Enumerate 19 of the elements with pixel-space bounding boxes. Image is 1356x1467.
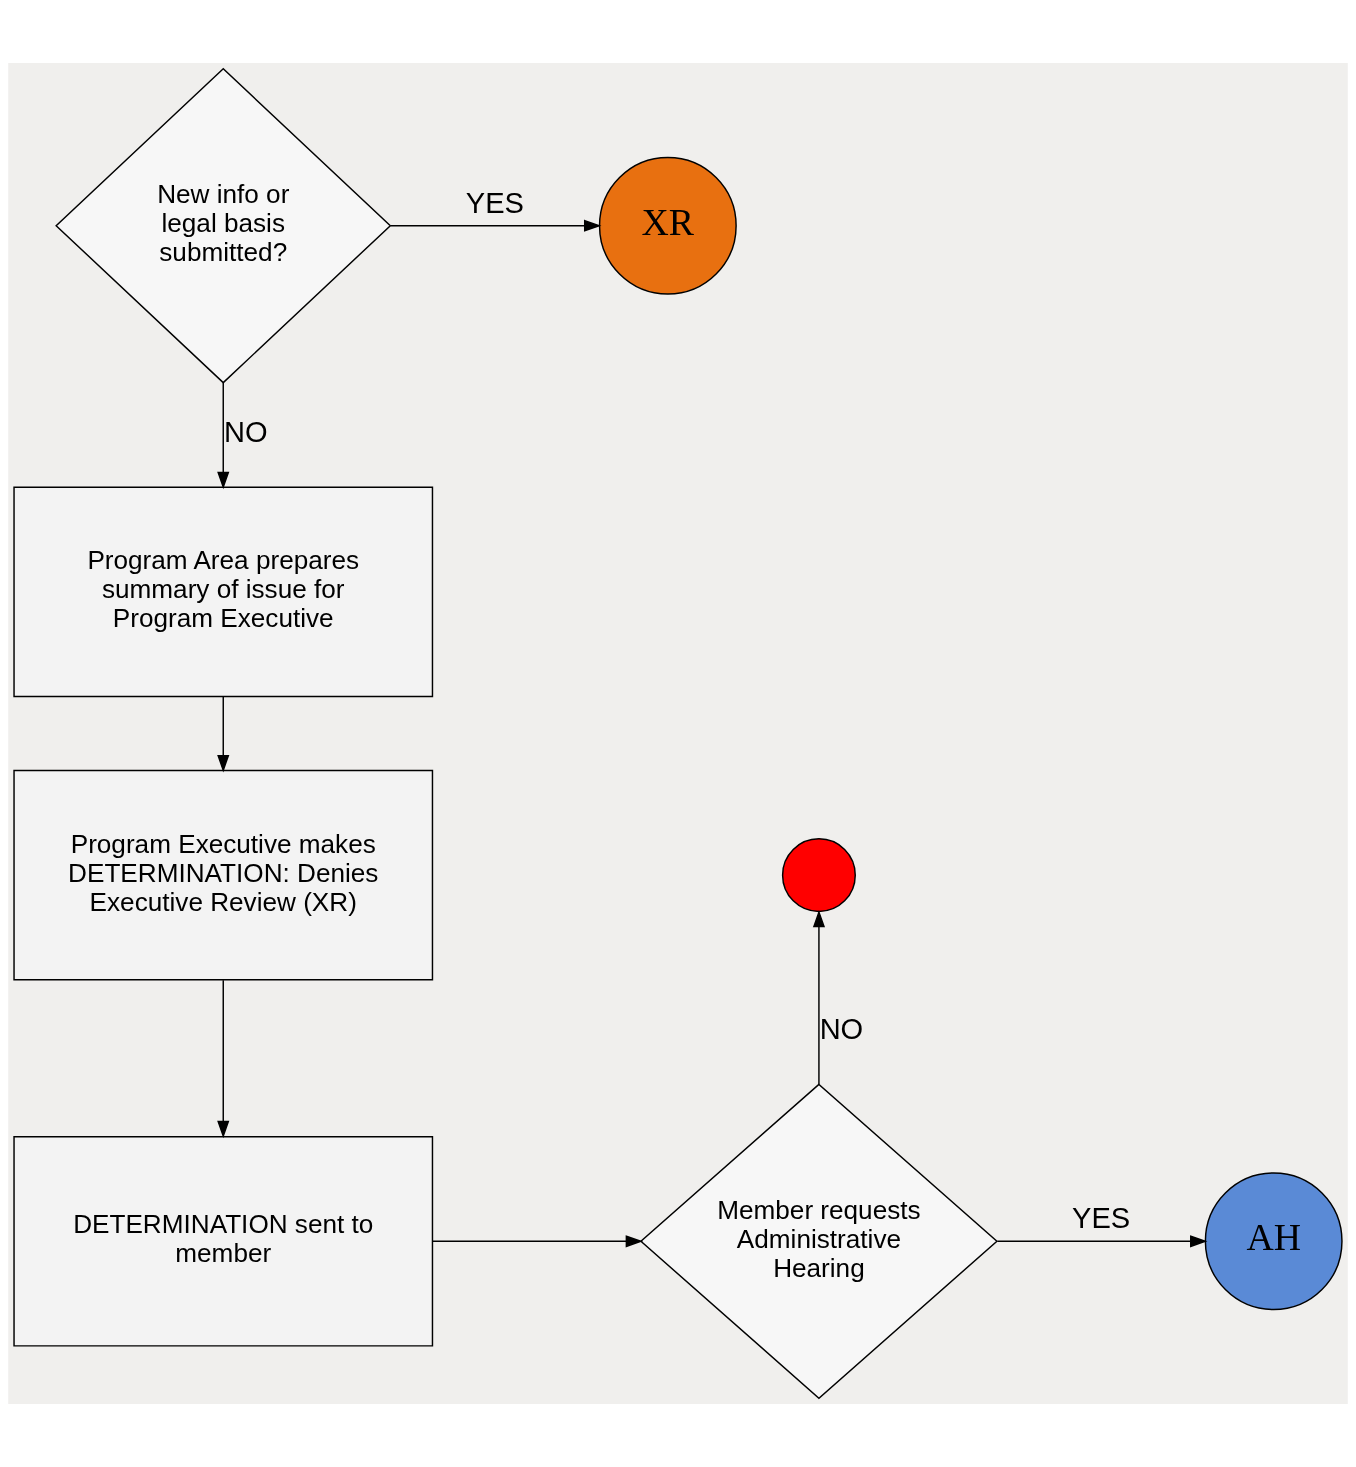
- edge-label: NO: [819, 1013, 864, 1046]
- arrow: [996, 1235, 1208, 1248]
- edge-label: YES: [1072, 1202, 1131, 1235]
- arrow: [217, 695, 230, 773]
- edge-label: YES: [465, 186, 524, 219]
- arrow: [431, 1235, 644, 1248]
- node-box: Program Area prepares summary of issue for Program Executive: [13, 486, 434, 698]
- node-circle: XR: [598, 156, 737, 295]
- arrow: [812, 909, 826, 1085]
- node-circle: AH: [1204, 1172, 1343, 1311]
- arrow: [217, 979, 230, 1139]
- node-diamond: Member requests Administrative Hearing: [639, 1083, 998, 1400]
- arrow: [389, 219, 602, 232]
- edge-label: NO: [223, 416, 268, 449]
- node-box: Program Executive makes DETERMINATION: Denies Executive Review (XR): [13, 769, 434, 981]
- node-diamond: New info or legal basis submitted?: [55, 67, 392, 384]
- arrow: [217, 382, 230, 490]
- node-circle: [781, 838, 856, 913]
- node-box: DETERMINATION sent to member: [13, 1135, 434, 1347]
